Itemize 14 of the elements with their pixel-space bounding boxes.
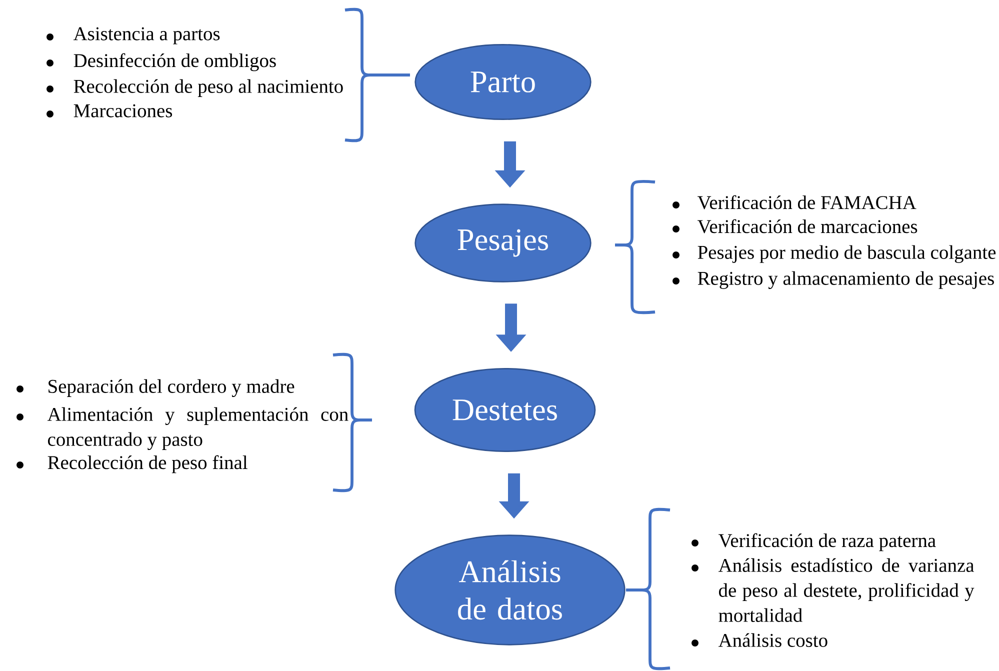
bullet-item: Análisis costo — [692, 633, 828, 647]
bullet-item: Recolección de peso al nacimiento — [46, 79, 343, 97]
bullet-item: Separación del cordero y madre — [16, 379, 294, 397]
bullet-item: Recolección de peso final — [16, 455, 248, 474]
bullet-item: Desinfección de ombligos — [46, 53, 276, 72]
bullet-item: Asistencia a partos — [46, 27, 220, 44]
bullet-item: Alimentación y suplementación con concentrado y pasto — [16, 407, 348, 450]
bullet-item: Marcaciones — [46, 104, 172, 118]
bullet-item: Registro y almacenamiento de pesajes — [672, 271, 994, 289]
bullet-item: Pesajes por medio de bascula colgante — [672, 245, 996, 263]
bullet-item: Verificación de marcaciones — [672, 219, 918, 234]
bullet-item: Verificación de raza paterna — [692, 533, 936, 552]
bullet-item: Análisis estadístico de varianza de peso al destete, prolificidad y mortalidad — [692, 558, 974, 622]
bullet-item: Verificación de FAMACHA — [672, 195, 916, 210]
